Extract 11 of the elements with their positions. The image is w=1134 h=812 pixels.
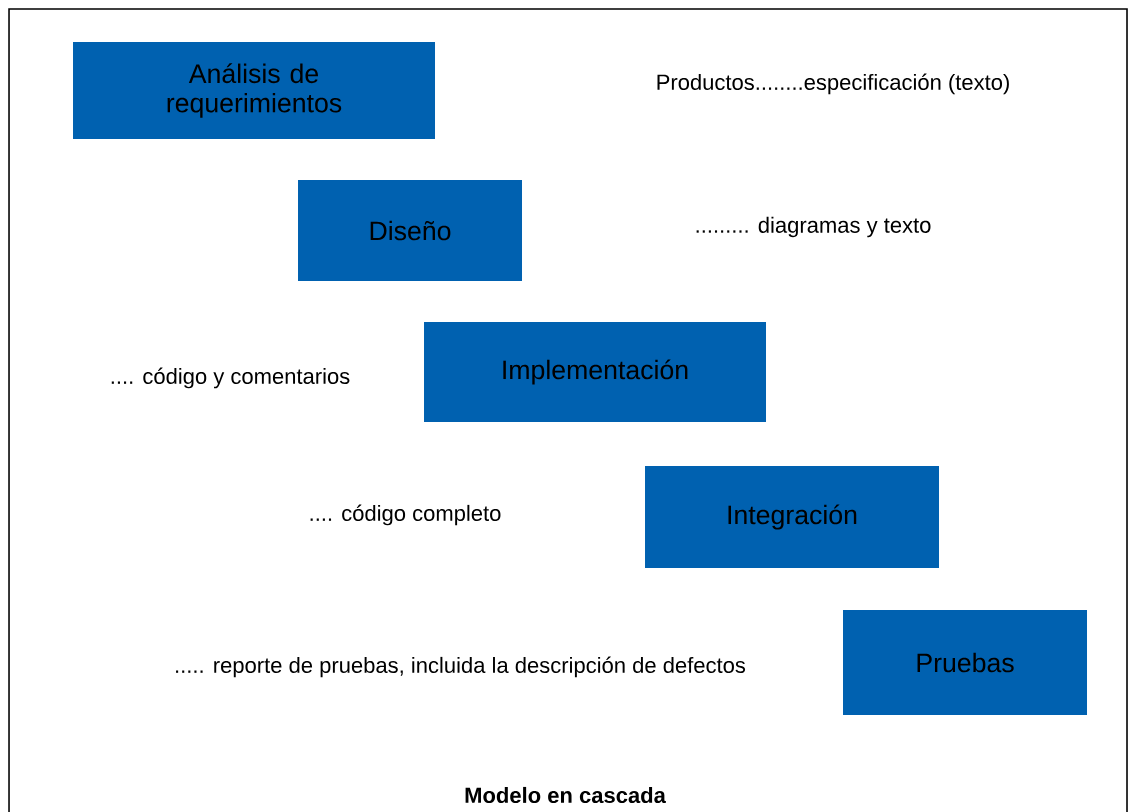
process-box: Diseño [298,179,522,282]
product-note: .... código completo [310,504,501,526]
product-note: ..... reporte de pruebas, incluida la descripción de defectos [176,656,746,678]
process-box: Pruebas [843,609,1087,716]
process-box: Análisis de requerimientos [73,41,435,140]
product-note: .... código y comentarios [111,367,350,389]
process-box: Integración [645,466,939,568]
product-note: Productos........especificación (texto) [657,73,1009,95]
process-box: Implementación [424,322,766,422]
product-note: ......... diagramas y texto [696,216,931,238]
caption: Modelo en cascada [465,786,666,804]
